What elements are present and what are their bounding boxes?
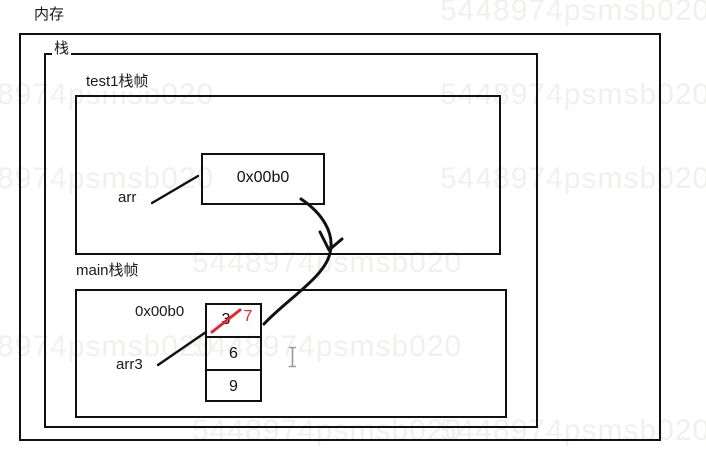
array-cell-1: 6 <box>205 336 262 369</box>
arr-pointer-value-text: 0x00b0 <box>236 169 290 186</box>
array-cell-2-value: 9 <box>229 378 238 395</box>
main-stack-frame-label: main栈帧 <box>74 262 141 280</box>
array-cell-0-old-value: 3 <box>221 311 231 328</box>
array-cell-0: 3 7 <box>205 303 262 336</box>
arr3-array-block: 3 7 6 9 <box>205 303 262 402</box>
array-cell-2: 9 <box>205 369 262 402</box>
watermark-text: 5448974psmsb020 <box>440 0 706 27</box>
arr-pointer-value-box: 0x00b0 <box>201 153 325 205</box>
stack-region-box <box>44 53 538 428</box>
stack-region-label: 栈 <box>52 40 72 58</box>
memory-region-label: 内存 <box>32 6 67 24</box>
arr3-address-label: 0x00b0 <box>135 303 185 320</box>
arr-variable-label: arr <box>118 189 137 206</box>
array-cell-1-value: 6 <box>229 345 238 362</box>
test1-stack-frame-label: test1栈帧 <box>84 73 151 91</box>
array-cell-0-new-value: 7 <box>243 308 253 325</box>
arr3-variable-label: arr3 <box>116 356 143 373</box>
memory-region-box <box>19 33 661 441</box>
